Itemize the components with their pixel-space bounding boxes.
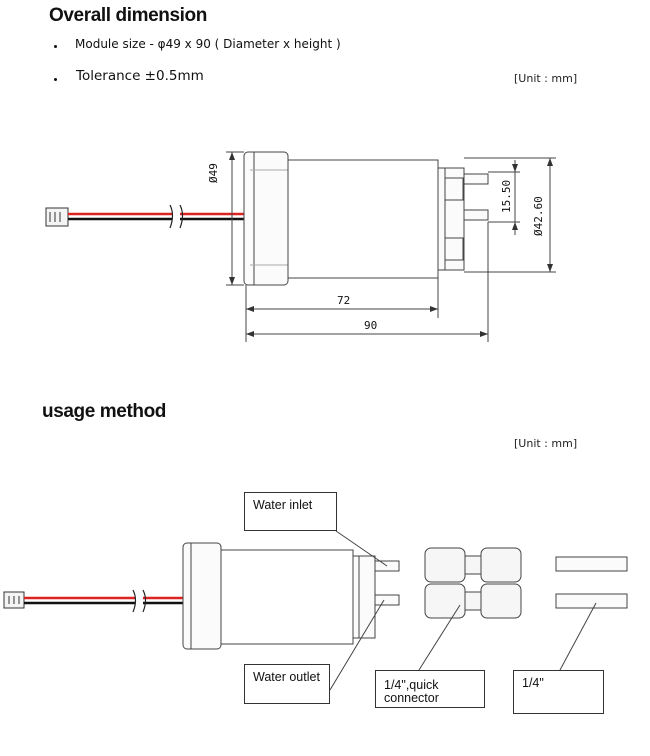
- tube-icon: [555, 593, 628, 609]
- break-mark: [169, 204, 184, 229]
- pump-head: [437, 167, 465, 271]
- dim-port-spacing-label: 15.50: [500, 179, 513, 213]
- pump-body: [287, 159, 439, 279]
- inlet-port: [463, 173, 489, 185]
- overall-title: Overall dimension: [49, 5, 207, 26]
- dim-end-diameter-label: Ø42.60: [532, 196, 545, 236]
- tolerance-text: Tolerance ±0.5mm: [76, 68, 204, 84]
- bullet-dot: [54, 45, 57, 48]
- outlet-port: [463, 209, 489, 221]
- dim-body-length-label: 72: [337, 294, 351, 307]
- usage-title: usage method: [42, 401, 166, 422]
- unit-label-top: [Unit : mm]: [514, 72, 578, 85]
- dim-diameter-label: Ø49: [207, 163, 220, 183]
- quick-connector-callout: 1/4",quick connector: [375, 670, 485, 708]
- unit-label-bottom: [Unit : mm]: [514, 437, 578, 450]
- usage-pump-head: [352, 555, 376, 639]
- usage-pump-cap: [182, 542, 222, 650]
- dim-total-length-label: 90: [364, 319, 378, 332]
- tube-callout: 1/4": [513, 670, 604, 714]
- usage-pump-body: [220, 549, 354, 645]
- module-size-text: Module size - φ49 x 90 ( Diameter x heig…: [75, 37, 341, 51]
- water-inlet-callout: Water inlet: [244, 492, 337, 531]
- tube-icon: [555, 556, 628, 572]
- usage-outlet-port: [374, 594, 400, 606]
- quick-connector-icon: [424, 547, 522, 619]
- water-outlet-callout: Water outlet: [244, 664, 330, 704]
- wire-plug-icon: [45, 207, 69, 227]
- connector-label-line2: connector: [384, 691, 439, 705]
- connector-label-line1: 1/4",quick: [384, 678, 439, 692]
- bullet-dot: [54, 78, 57, 81]
